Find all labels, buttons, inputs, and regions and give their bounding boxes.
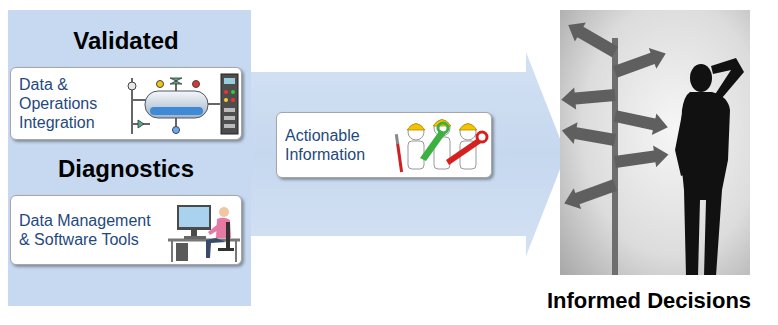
computer-workstation-icon-part xyxy=(226,222,230,248)
process-equipment-icon-part xyxy=(138,120,144,128)
process-equipment-icon-part xyxy=(224,116,235,120)
computer-workstation-icon-part xyxy=(216,218,231,238)
computer-workstation-icon-part xyxy=(177,205,211,230)
workers-icon-part xyxy=(460,141,476,169)
process-equipment-icon-part xyxy=(132,123,150,125)
workers-icon-part xyxy=(460,124,476,140)
computer-workstation-icon xyxy=(168,205,240,262)
workers-icon-part xyxy=(459,124,477,131)
computer-workstation-icon-part xyxy=(206,238,226,258)
computer-workstation-icon-part xyxy=(171,240,173,262)
computer-workstation-icon-part xyxy=(191,230,197,236)
process-equipment-icon-part xyxy=(175,78,177,92)
process-equipment-icon xyxy=(128,74,238,134)
computer-workstation-icon-part xyxy=(168,239,240,242)
tool-box: DiagnosticsData Management & Software To… xyxy=(10,155,242,265)
source-box: ValidatedData & Operations Integration xyxy=(10,27,242,140)
process-equipment-icon-part xyxy=(145,91,208,118)
workers-icon-part xyxy=(395,134,399,144)
process-equipment-icon-part xyxy=(224,108,235,112)
process-equipment-icon-part xyxy=(224,98,228,102)
workers-icon-part xyxy=(408,124,424,140)
workers-icon-part xyxy=(434,137,450,169)
heading-text: Informed Decisions xyxy=(524,287,774,315)
process-equipment-icon-part xyxy=(132,99,146,101)
box-frame: Data & Operations Integration xyxy=(10,67,242,140)
decision-photo-part xyxy=(612,38,618,275)
computer-workstation-icon-part xyxy=(219,207,229,217)
decision-photo-part-part xyxy=(680,92,730,275)
workers-icon-part xyxy=(407,124,425,131)
process-equipment-icon-part xyxy=(193,81,200,88)
decision-photo-part xyxy=(675,58,744,275)
workers-icon-part xyxy=(396,142,403,172)
workers-icon xyxy=(395,120,487,173)
process-equipment-icon-part xyxy=(131,78,133,134)
workers-icon-part xyxy=(408,141,424,169)
process-equipment-icon-part xyxy=(207,103,220,105)
decision-photo-part xyxy=(560,10,750,275)
decision-photo-frame: Informed Decisions xyxy=(524,10,774,315)
process-equipment-icon-part xyxy=(224,90,228,94)
process-equipment-icon-part xyxy=(224,124,235,128)
workers-icon-part xyxy=(477,132,487,142)
decision-photo-part-part xyxy=(563,15,621,61)
decision-photo-part-part xyxy=(611,43,669,82)
decision-photo-part-part xyxy=(560,120,617,151)
process-equipment-icon-part xyxy=(221,74,238,134)
computer-workstation-icon-part xyxy=(235,240,237,262)
photo-frame xyxy=(560,10,750,275)
input-panel-part xyxy=(8,10,251,306)
heading-text: Diagnostics xyxy=(10,155,242,183)
workers-icon-part xyxy=(446,138,481,165)
process-equipment-icon-part xyxy=(175,118,177,134)
decision-photo-part-part xyxy=(690,64,712,92)
input-panel xyxy=(8,10,251,306)
computer-workstation-icon-part xyxy=(184,236,206,239)
process-equipment-icon-part xyxy=(231,90,235,94)
flow-arrow-part xyxy=(248,52,566,256)
box-text: Actionable Information xyxy=(285,126,380,164)
computer-workstation-icon-part xyxy=(176,243,188,261)
flow-arrow xyxy=(248,52,566,256)
box-frame: Data Management & Software Tools xyxy=(10,195,242,265)
computer-workstation-icon-part xyxy=(208,224,220,235)
process-equipment-icon-part xyxy=(170,78,182,84)
box-text: Data Management & Software Tools xyxy=(19,211,154,249)
workers-icon-part xyxy=(438,123,448,133)
box-text: Data & Operations Integration xyxy=(19,75,119,132)
decision-photo xyxy=(560,10,750,275)
decision-photo-part-part xyxy=(560,84,616,111)
decision-photo-part-part xyxy=(711,58,744,98)
heading-text: Validated xyxy=(10,27,242,55)
process-equipment-icon-part xyxy=(157,81,164,88)
workers-icon-part xyxy=(434,120,450,136)
process-equipment-icon-part xyxy=(224,78,235,84)
computer-workstation-icon-part xyxy=(179,207,209,227)
decision-photo-part-part xyxy=(613,144,670,173)
process-equipment-icon-part xyxy=(231,98,235,102)
decision-photo-part-part xyxy=(613,105,670,138)
process-equipment-icon-part xyxy=(173,127,180,134)
workers-icon-part xyxy=(420,130,446,161)
computer-workstation-icon-part xyxy=(218,248,234,251)
process-equipment-icon-part xyxy=(128,82,136,90)
decision-photo-part-part xyxy=(560,175,618,214)
decision-photo-part xyxy=(560,15,670,213)
workers-icon-part xyxy=(433,120,451,127)
decision-photo-part-part xyxy=(675,104,693,176)
process-equipment-icon-part xyxy=(150,107,203,115)
result-box: Actionable Information xyxy=(276,112,492,178)
box-frame: Actionable Information xyxy=(276,112,492,178)
